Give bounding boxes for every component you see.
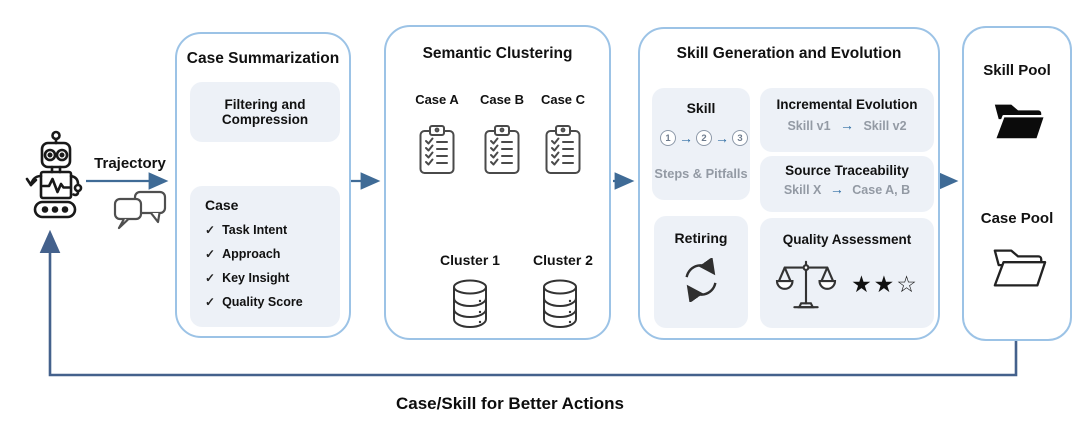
case-a-clipboard-icon [419,125,455,174]
case-item-quality-score: ✓ Quality Score [205,295,340,309]
case-card-title: Case [205,197,239,213]
cluster-2-label: Cluster 2 [533,252,593,268]
filtering-compression-card: Filtering and Compression [190,82,340,142]
star-rating-icon: ★★☆ [851,270,919,297]
case-a-label: Case A [415,92,459,107]
step-number: 2 [701,132,707,144]
skill-card: Skill 1 → 2 → 3 Steps & Pitfalls [652,88,750,200]
skill-x-label: Skill X [783,183,822,197]
arrow-right-icon: → [715,130,729,146]
balance-scale-icon [775,260,837,309]
case-item-label: Approach [222,247,281,261]
check-icon: ✓ [205,223,216,237]
skill-card-title: Skill [686,100,716,116]
check-icon: ✓ [205,271,216,285]
case-c-clipboard-icon [545,125,581,174]
case-pool-label: Case Pool [980,210,1054,227]
case-pool-folder-icon [993,249,1047,287]
retiring-card: Retiring [654,216,748,328]
quality-assessment-card: Quality Assessment ★★☆ [760,218,934,328]
panel-semantic-clustering: Semantic Clustering [384,25,611,340]
arrow-right-icon: → [679,130,693,146]
quality-assessment-row: ★★☆ [760,255,934,313]
case-item-label: Quality Score [222,295,303,309]
step-number: 3 [737,132,743,144]
source-traceability-card: Source Traceability Skill X → Case A, B [760,156,934,212]
panel-title-case-summarization: Case Summarization [186,50,340,67]
skill-pool-label: Skill Pool [983,62,1051,79]
case-b-clipboard-icon [484,125,520,174]
filtering-compression-label: Filtering and Compression [221,97,309,127]
case-item-label: Key Insight [222,271,290,285]
case-c-label: Case C [540,92,586,107]
retiring-title: Retiring [674,230,728,246]
cluster-1-label: Cluster 1 [440,252,500,268]
incremental-evolution-row: Skill v1 → Skill v2 [760,117,934,135]
robot-icon [25,130,83,219]
case-item-key-insight: ✓ Key Insight [205,271,340,285]
cluster-1-database-icon [453,279,487,328]
step-circle-2: 2 [696,130,712,146]
panel-case-summarization: Case Summarization Filtering and Compres… [175,32,351,338]
case-b-label: Case B [479,92,525,107]
check-icon: ✓ [205,295,216,309]
skill-v1-label: Skill v1 [787,119,831,133]
case-ab-label: Case A, B [852,183,911,197]
case-item-approach: ✓ Approach [205,247,340,261]
panel-title-semantic-clustering: Semantic Clustering [422,45,573,62]
retiring-cycle-icon [685,258,717,302]
chat-bubbles-icon [113,190,167,230]
panel-title-skill-generation: Skill Generation and Evolution [676,45,902,62]
skill-pool-folder-icon [993,104,1047,141]
steps-pitfalls-caption: Steps & Pitfalls [654,166,748,181]
skill-v2-label: Skill v2 [863,119,907,133]
step-number: 1 [665,132,671,144]
trajectory-label: Trajectory [94,155,166,172]
step-circle-3: 3 [732,130,748,146]
arrow-right-icon: → [829,181,844,197]
cluster-2-database-icon [543,279,577,328]
panel-pools: Skill Pool Case Pool [962,26,1072,341]
incremental-evolution-title: Incremental Evolution [776,97,918,112]
check-icon: ✓ [205,247,216,261]
source-traceability-title: Source Traceability [785,163,909,178]
source-traceability-row: Skill X → Case A, B [760,181,934,199]
skill-steps: 1 → 2 → 3 [660,130,748,146]
footer-label: Case/Skill for Better Actions [396,394,624,413]
incremental-evolution-card: Incremental Evolution Skill v1 → Skill v… [760,88,934,152]
quality-assessment-title: Quality Assessment [782,232,912,247]
panel-skill-generation: Skill Generation and Evolution Skill 1 →… [638,27,940,340]
arrow-right-icon: → [840,117,854,133]
step-circle-1: 1 [660,130,676,146]
case-item-label: Task Intent [222,223,288,237]
case-card: Case ✓ Task Intent ✓ Approach ✓ Key Insi… [190,186,340,327]
case-item-task-intent: ✓ Task Intent [205,223,340,237]
